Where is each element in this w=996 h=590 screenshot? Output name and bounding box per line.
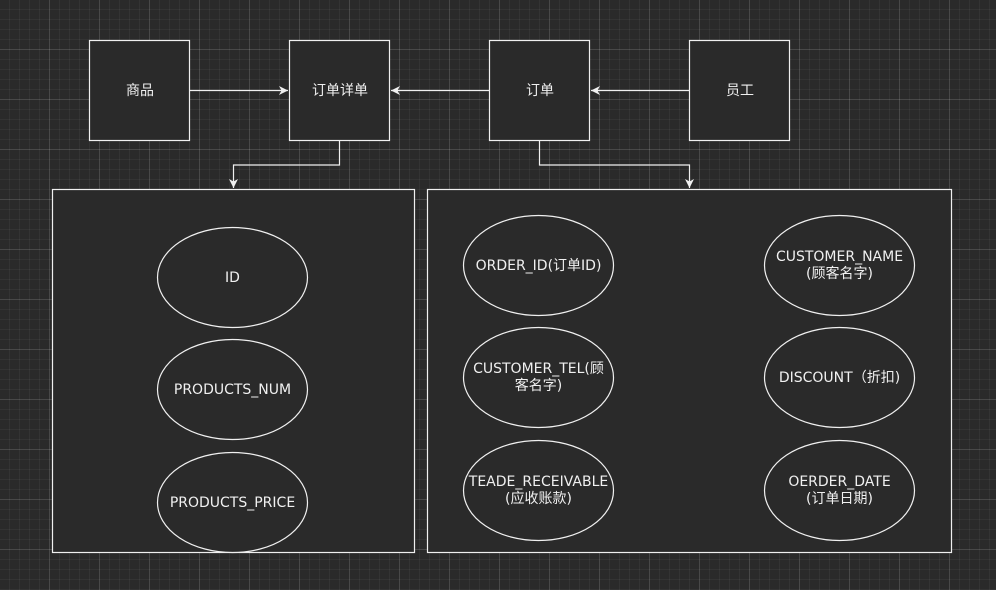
attribute-discount-ellipse[interactable] [763,326,916,429]
entity-goods-box[interactable] [88,39,191,142]
attribute-order-id-ellipse[interactable] [462,214,615,317]
arrow-order-to-panel[interactable] [538,140,694,189]
attribute-order-date-ellipse[interactable] [763,439,916,542]
arrow-order-detail-to-panel[interactable] [229,140,341,189]
attribute-customer-tel-ellipse[interactable] [462,326,615,429]
entity-employee-box[interactable] [688,39,791,142]
entity-order-detail-box[interactable] [288,39,391,142]
attribute-id-ellipse[interactable] [156,226,309,329]
attribute-customer-name-ellipse[interactable] [763,214,916,317]
attribute-products-num-ellipse[interactable] [156,338,309,441]
attribute-products-price-ellipse[interactable] [156,451,309,554]
entity-order-box[interactable] [488,39,591,142]
attribute-receivable-ellipse[interactable] [462,439,615,542]
